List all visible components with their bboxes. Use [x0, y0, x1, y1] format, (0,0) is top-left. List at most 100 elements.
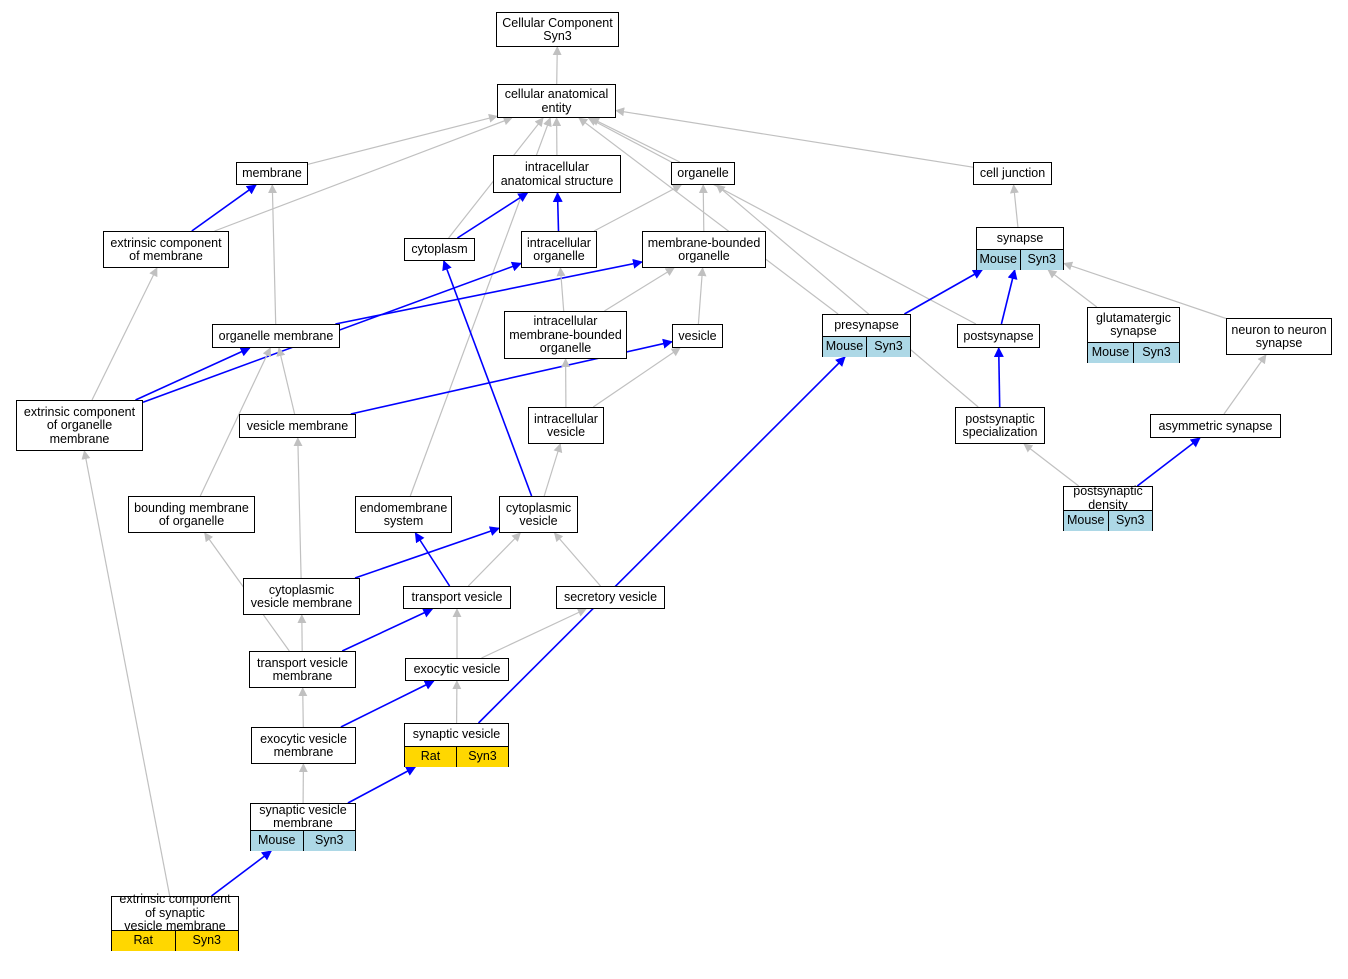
node-label: intracellular anatomical structure — [500, 160, 614, 188]
edge-sv-to-cv — [553, 532, 601, 587]
node-postsynapse[interactable]: postsynapse — [957, 324, 1040, 348]
node-label: postsynaptic specialization — [962, 411, 1038, 439]
node-secretory-vesicle[interactable]: secretory vesicle — [556, 586, 665, 609]
node-label: vesicle — [678, 328, 717, 343]
species-tag: Rat — [112, 931, 175, 951]
node-organelle-membrane[interactable]: organelle membrane — [212, 324, 340, 348]
edge-bmo-to-om — [199, 347, 271, 497]
node-label: intracellular organelle — [527, 235, 591, 263]
node-extrinsic-component-of-synaptic-vesicle-membrane[interactable]: extrinsic component of synaptic vesicle … — [111, 892, 239, 951]
node-label: glutamatergic synapse — [1095, 310, 1172, 338]
node-label: intracellular vesicle — [534, 411, 598, 439]
node-postsynaptic-specialization[interactable]: postsynaptic specialization — [955, 407, 1045, 444]
node-cell-junction[interactable]: cell junction — [973, 162, 1052, 185]
gene-tag: Syn3 — [866, 337, 910, 357]
node-exocytic-vesicle-membrane[interactable]: exocytic vesicle membrane — [251, 727, 356, 764]
node-neuron-to-neuron-synapse[interactable]: neuron to neuron synapse — [1226, 318, 1332, 355]
edge-cvm-to-vm — [293, 437, 303, 579]
node-transport-vesicle-membrane[interactable]: transport vesicle membrane — [249, 651, 356, 688]
edge-psd-to-asym — [1136, 437, 1201, 487]
node-intracellular-membrane-bounded-organelle[interactable]: intracellular membrane-bounded organelle — [504, 311, 627, 359]
species-tag: Mouse — [977, 250, 1020, 270]
node-membrane-bounded-organelle[interactable]: membrane-bounded organelle — [642, 231, 766, 268]
edge-ecom-to-om — [135, 347, 251, 401]
node-label: presynapse — [834, 317, 899, 332]
node-cytoplasmic-vesicle[interactable]: cytoplasmic vesicle — [499, 496, 578, 533]
node-label: synaptic vesicle — [412, 727, 501, 742]
node-bounding-membrane-of-organelle[interactable]: bounding membrane of organelle — [128, 496, 255, 533]
edge-ecsvm-to-ecom — [81, 450, 171, 897]
edge-asym-to-n2n — [1223, 354, 1267, 415]
node-extrinsic-component-of-membrane[interactable]: extrinsic component of membrane — [103, 231, 229, 268]
node-asymmetric-synapse[interactable]: asymmetric synapse — [1150, 414, 1281, 438]
edge-io-to-ias — [552, 192, 563, 232]
node-label: cytoplasmic vesicle — [505, 500, 572, 528]
edge-synapse-to-celljunction — [1009, 184, 1019, 228]
edge-tvm-to-tv — [341, 608, 434, 652]
edge-postsynapse-to-cae — [587, 117, 977, 325]
edge-ecsvm-to-svm — [211, 850, 272, 897]
node-transport-vesicle[interactable]: transport vesicle — [403, 586, 511, 609]
edge-svm-to-synv — [347, 766, 417, 804]
node-cellular-anatomical-entity[interactable]: cellular anatomical entity — [497, 84, 616, 118]
node-label: cytoplasm — [411, 242, 468, 257]
node-intracellular-anatomical-structure[interactable]: intracellular anatomical structure — [493, 155, 621, 193]
edge-cvm-to-cv — [354, 526, 500, 579]
node-endomembrane-system[interactable]: endomembrane system — [355, 496, 452, 533]
edge-om-to-mbo — [335, 258, 643, 325]
node-label: postsynapse — [963, 328, 1034, 343]
edge-iv-to-vesicle — [592, 347, 681, 408]
edge-tv-to-cv — [467, 532, 521, 587]
node-label: extrinsic component of organelle membran… — [23, 404, 136, 446]
node-label: extrinsic component of synaptic vesicle … — [119, 892, 231, 934]
edge-io-to-organelle — [593, 184, 682, 232]
node-vesicle-membrane[interactable]: vesicle membrane — [239, 414, 356, 438]
edge-postsynapse-to-synapse — [1000, 269, 1018, 325]
node-vesicle[interactable]: vesicle — [672, 324, 723, 348]
node-organelle[interactable]: organelle — [671, 162, 735, 185]
gene-tag: Syn3 — [456, 747, 508, 767]
edge-ecm-to-membrane — [191, 184, 257, 232]
species-tag: Mouse — [823, 337, 866, 357]
node-label: extrinsic component of membrane — [110, 235, 222, 263]
edge-n2n-to-synapse — [1063, 261, 1227, 320]
edge-celljunction-to-cae — [615, 107, 974, 168]
node-label: exocytic vesicle membrane — [260, 731, 347, 759]
node-extrinsic-component-of-organelle-membrane[interactable]: extrinsic component of organelle membran… — [16, 400, 143, 451]
node-cellular-component[interactable]: Cellular Component Syn3 — [496, 12, 619, 47]
node-cytoplasmic-vesicle-membrane[interactable]: cytoplasmic vesicle membrane — [243, 578, 360, 615]
node-label: asymmetric synapse — [1158, 418, 1273, 433]
edge-membrane-to-cae — [307, 113, 498, 165]
node-label: cytoplasmic vesicle membrane — [250, 582, 353, 610]
edge-tv-to-ems — [414, 532, 451, 587]
species-tag: Rat — [405, 747, 456, 767]
node-label: organelle membrane — [218, 328, 334, 343]
gene-tag: Syn3 — [1019, 250, 1063, 270]
node-label: membrane-bounded organelle — [647, 235, 761, 263]
edge-glut-to-synapse — [1047, 269, 1098, 308]
node-label: endomembrane system — [359, 500, 448, 528]
node-intracellular-vesicle[interactable]: intracellular vesicle — [528, 407, 604, 444]
edge-vesicle-to-mbo — [697, 267, 707, 325]
species-tag: Mouse — [1064, 511, 1108, 531]
node-cytoplasm[interactable]: cytoplasm — [404, 238, 475, 261]
node-label: intracellular membrane-bounded organelle — [509, 314, 622, 356]
node-intracellular-organelle[interactable]: intracellular organelle — [521, 231, 597, 268]
node-exocytic-vesicle[interactable]: exocytic vesicle — [405, 658, 509, 681]
edge-pss-to-organelle — [715, 184, 979, 408]
edge-imbo-to-mbo — [604, 267, 675, 312]
edge-ev-to-sv — [481, 608, 587, 659]
node-label: transport vesicle membrane — [256, 655, 348, 683]
node-membrane[interactable]: membrane — [236, 162, 308, 185]
edge-imbo-to-io — [556, 267, 566, 312]
edge-om-to-membrane — [267, 184, 277, 325]
gene-tag: Syn3 — [1133, 343, 1179, 363]
edge-evm-to-tvm — [298, 687, 308, 728]
